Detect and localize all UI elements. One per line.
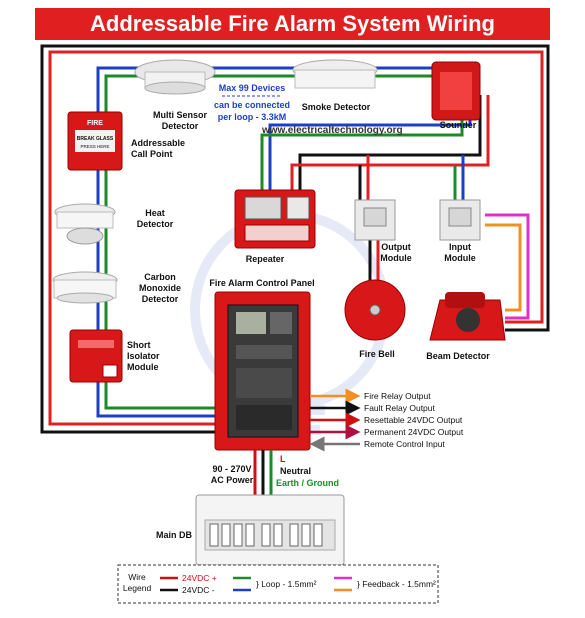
svg-text:per loop - 3.3kM: per loop - 3.3kM — [218, 112, 287, 122]
input-remote-control: Remote Control Input — [364, 439, 445, 449]
sounder: Sounder — [431, 61, 481, 130]
live-label: L — [280, 454, 286, 464]
legend-feedback: } Feedback - 1.5mm² — [357, 579, 436, 589]
beam-detector: Beam Detector — [426, 292, 506, 361]
panel-outputs: Fire Relay Output Fault Relay Output Res… — [309, 388, 464, 452]
svg-text:Max 99 Devices: Max 99 Devices — [219, 83, 286, 93]
main-db: Main DB — [156, 494, 345, 566]
legend-24vdc-positive: 24VDC + — [182, 573, 217, 583]
output-resettable-24vdc: Resettable 24VDC Output — [364, 415, 463, 425]
output-permanent-24vdc: Permanent 24VDC Output — [364, 427, 464, 437]
control-panel-label: Fire Alarm Control Panel — [209, 278, 314, 288]
earth-label: Earth / Ground — [276, 478, 339, 488]
legend-24vdc-negative: 24VDC - — [182, 585, 215, 595]
main-db-label: Main DB — [156, 530, 193, 540]
svg-text:FIRE: FIRE — [87, 120, 103, 127]
repeater: Repeater — [234, 189, 316, 264]
svg-text:can be connected: can be connected — [214, 100, 290, 110]
max-devices-note: Max 99 Devices can be connected per loop… — [214, 83, 290, 122]
output-fire-relay: Fire Relay Output — [364, 391, 431, 401]
output-fault-relay: Fault Relay Output — [364, 403, 436, 413]
smoke-detector: Smoke Detector — [292, 59, 378, 112]
svg-text:PRESS HERE: PRESS HERE — [80, 144, 109, 149]
svg-text:BREAK GLASS: BREAK GLASS — [77, 136, 114, 142]
beam-detector-label: Beam Detector — [426, 351, 490, 361]
neutral-label: Neutral — [280, 466, 311, 476]
fire-alarm-control-panel: Fire Alarm Control Panel — [209, 278, 315, 451]
fire-bell-label: Fire Bell — [359, 349, 395, 359]
legend-loop: } Loop - 1.5mm² — [256, 579, 317, 589]
diagram-title: Addressable Fire Alarm System Wiring — [35, 8, 550, 40]
smoke-detector-label: Smoke Detector — [302, 102, 371, 112]
website-label: www.electricaltechnology.org — [261, 125, 403, 136]
fire-bell: Fire Bell — [344, 279, 406, 359]
sounder-label: Sounder — [440, 120, 477, 130]
repeater-label: Repeater — [246, 254, 285, 264]
